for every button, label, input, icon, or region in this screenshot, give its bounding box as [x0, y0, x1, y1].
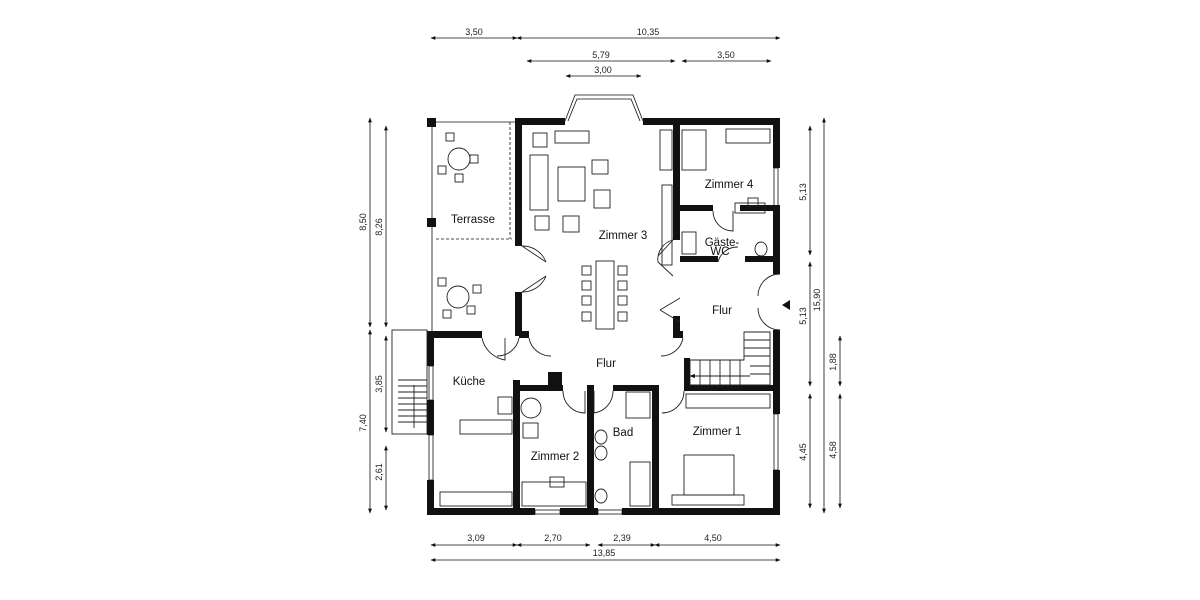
room-label-terrasse: Terrasse [451, 214, 495, 226]
furniture [437, 128, 771, 507]
room-label-zimmer-3: Zimmer 3 [599, 230, 648, 242]
windows [428, 159, 779, 515]
walls [427, 94, 780, 515]
dim-left-inner-1: 8,26 [374, 218, 384, 236]
dim-left-outer-2: 7,40 [358, 414, 368, 432]
room-labels: Terrasse Zimmer 3 Zimmer 4 Gäste- WC Flu… [451, 179, 754, 463]
dim-bottom-4: 4,50 [704, 533, 722, 543]
room-label-zimmer-2: Zimmer 2 [531, 451, 580, 463]
dim-bottom-total: 13,85 [593, 548, 616, 558]
room-label-flur-main: Flur [596, 358, 616, 370]
room-label-gaeste-wc-1: Gäste- [705, 237, 740, 249]
dimension-lines [368, 36, 842, 562]
room-label-bad: Bad [613, 427, 633, 439]
dim-right-outer-3: 4,58 [828, 441, 838, 459]
dim-top-1: 3,50 [465, 27, 483, 37]
dimension-labels: 3,50 10,35 5,79 3,50 3,00 8,50 7,40 8,26… [358, 27, 838, 558]
dim-right-inner-3: 4,45 [798, 443, 808, 461]
dim-left-inner-2: 3,85 [374, 375, 384, 393]
entrance-arrow-icon [782, 300, 790, 310]
dim-top-2: 10,35 [637, 27, 660, 37]
room-label-kueche: Küche [453, 376, 486, 388]
dim-left-outer-1: 8,50 [358, 213, 368, 231]
room-label-zimmer-1: Zimmer 1 [693, 426, 742, 438]
doors [481, 210, 781, 414]
dim-bottom-2: 2,70 [544, 533, 562, 543]
stairs [391, 300, 790, 435]
dim-right-outer-1: 15,90 [812, 289, 822, 312]
terrasse-outline [431, 121, 515, 331]
dim-left-inner-3: 2,61 [374, 463, 384, 481]
dim-right-inner-2: 5,13 [798, 307, 808, 325]
dim-bottom-1: 3,09 [467, 533, 485, 543]
dim-top-3: 5,79 [592, 50, 610, 60]
room-label-zimmer-4: Zimmer 4 [705, 179, 754, 191]
room-label-gaeste-wc-2: WC [710, 246, 729, 258]
dim-bottom-3: 2,39 [613, 533, 631, 543]
dim-right-outer-2: 1,88 [828, 353, 838, 371]
dim-top-5: 3,00 [594, 65, 612, 75]
dim-right-inner-1: 5,13 [798, 183, 808, 201]
dim-top-4: 3,50 [717, 50, 735, 60]
room-label-flur-right: Flur [712, 305, 732, 317]
